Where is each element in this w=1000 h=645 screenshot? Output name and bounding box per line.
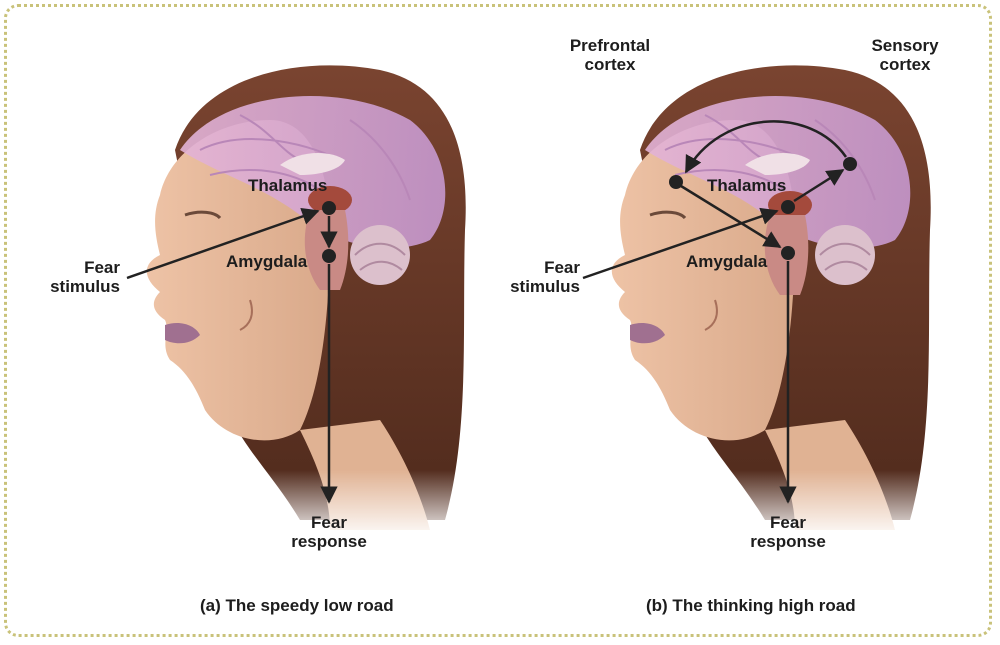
thalamus-label-a: Thalamus: [248, 176, 327, 195]
caption-b: (b) The thinking high road: [646, 596, 856, 616]
sensory-cortex-label-b: Sensory cortex: [860, 36, 950, 74]
prefrontal-cortex-label-b: Prefrontal cortex: [555, 36, 665, 74]
fear-response-label-b: Fear response: [738, 513, 838, 551]
fear-stimulus-label-b: Fear stimulus: [500, 258, 580, 296]
head-illustration-b: [612, 65, 955, 540]
fear-stimulus-label-a: Fear stimulus: [40, 258, 120, 296]
caption-a: (a) The speedy low road: [200, 596, 394, 616]
thalamus-label-b: Thalamus: [707, 176, 786, 195]
amygdala-label-b: Amygdala: [686, 252, 767, 271]
prefrontal-node-b: [669, 175, 683, 189]
head-illustration-a: [147, 65, 490, 540]
cerebellum-b: [815, 225, 875, 285]
thalamus-node-b: [781, 200, 795, 214]
fear-response-label-a: Fear response: [279, 513, 379, 551]
sensory-node-b: [843, 157, 857, 171]
amygdala-node-a: [322, 249, 336, 263]
thalamus-node-a: [322, 201, 336, 215]
amygdala-label-a: Amygdala: [226, 252, 307, 271]
cerebellum-a: [350, 225, 410, 285]
amygdala-node-b: [781, 246, 795, 260]
